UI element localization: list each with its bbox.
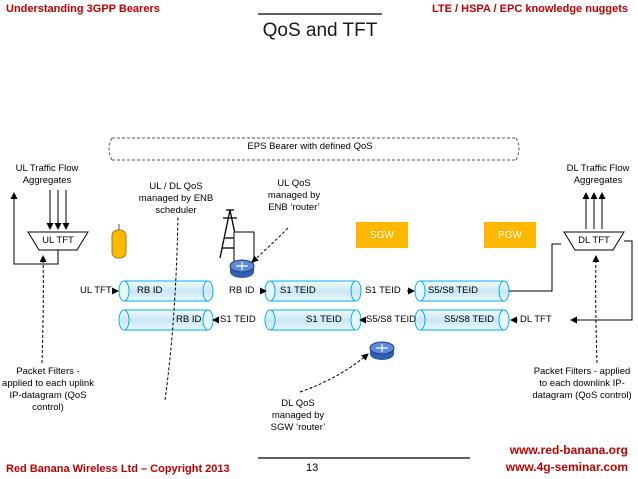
uplink-pipe-2 (264, 280, 362, 302)
eps-bearer-label: EPS Bearer with defined QoS (247, 141, 373, 152)
router-icon-enb (229, 259, 255, 278)
enb-cabinet (233, 231, 255, 263)
header-left-text: Understanding 3GPP Bearers (6, 3, 160, 15)
page-title: QoS and TFT (262, 20, 378, 41)
uplink-s1-teid-b: S1 TEID (365, 285, 401, 296)
dl-tft-shape (563, 231, 625, 251)
url-red-banana[interactable]: www.red-banana.org (509, 443, 628, 457)
ul-tft-out-line (10, 192, 59, 265)
packet-filters-dl-label: Packet Filters - applied to each downlin… (532, 366, 632, 401)
downlink-s5s8-teid-a: S5/S8 TEID (366, 314, 416, 325)
ul-to-pgw-line (509, 243, 561, 292)
header-right-text: LTE / HSPA / EPC knowledge nuggets (432, 3, 628, 15)
uplink-pipe-3 (414, 280, 510, 302)
ul-traffic-label: UL Traffic Flow Aggregates (15, 163, 79, 186)
pgw-node: PGW (484, 222, 536, 248)
uplink-ul-tft-text: UL TFT (80, 285, 112, 296)
eps-bearer-bracket (108, 137, 520, 161)
downlink-s1-teid-a: S1 TEID (220, 314, 256, 325)
dashed-pointers (39, 215, 600, 401)
pipe-link-arrows (212, 287, 518, 324)
uplink-s5s8-teid: S5/S8 TEID (428, 285, 478, 296)
uplink-rb-id-b: RB ID (229, 285, 255, 296)
sgw-node: SGW (356, 222, 408, 248)
downlink-s1-teid-b: S1 TEID (306, 314, 342, 325)
ul-tft-label: UL TFT (42, 235, 74, 246)
dl-traffic-arrows (582, 192, 606, 229)
ul-tft-shape (27, 231, 89, 251)
dl-traffic-label: DL Traffic Flow Aggregates (566, 163, 630, 186)
uplink-rb-id-a: RB ID (137, 285, 163, 296)
url-4g-seminar[interactable]: www.4g-seminar.com (505, 460, 628, 474)
router-icon-sgw (369, 341, 395, 360)
downlink-s5s8-teid-b: S5/S8 TEID (444, 314, 494, 325)
downlink-pipe-3 (414, 309, 510, 331)
downlink-pipe-2 (264, 309, 362, 331)
downlink-pipe-1 (118, 309, 214, 331)
footer-copyright: Red Banana Wireless Ltd – Copyright 2013 (6, 463, 230, 475)
ul-traffic-arrows (46, 190, 70, 230)
dl-qos-label: DL QoS managed by SGW ‘router’ (270, 398, 326, 433)
dl-tft-label: DL TFT (578, 235, 610, 246)
downlink-rb-id: RB ID (176, 314, 202, 325)
ul-dl-qos-label: UL / DL QoS managed by ENB scheduler (138, 181, 214, 216)
page-number: 13 (306, 462, 319, 474)
phone-icon (111, 224, 127, 259)
downlink-dl-tft: DL TFT (520, 314, 552, 325)
ul-qos-label: UL QoS managed by ENB ‘router’ (267, 178, 321, 213)
uplink-pipe-1 (118, 280, 214, 302)
packet-filters-ul-label: Packet Filters - applied to each uplink … (2, 366, 94, 413)
dl-feed-line (570, 240, 633, 324)
uplink-s1-teid-a: S1 TEID (280, 285, 316, 296)
